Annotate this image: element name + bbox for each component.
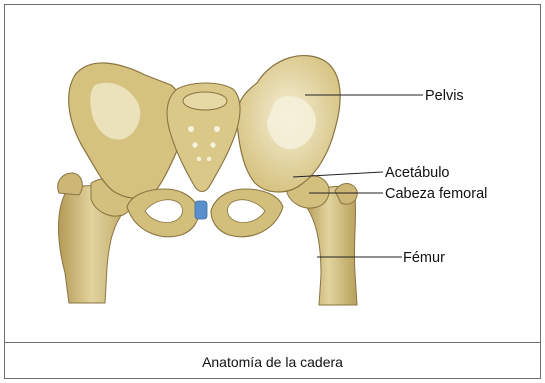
figure-area: Pelvis Acetábulo Cabeza femoral Fémur bbox=[5, 5, 540, 342]
caption-row: Anatomía de la cadera bbox=[5, 342, 540, 380]
right-iliac-bone bbox=[237, 56, 340, 192]
figure-caption: Anatomía de la cadera bbox=[202, 354, 343, 370]
sacrum bbox=[167, 83, 240, 192]
label-femur: Fémur bbox=[403, 250, 445, 266]
hip-anatomy-illustration: Pelvis Acetábulo Cabeza femoral Fémur bbox=[5, 5, 542, 342]
label-acetabulum: Acetábulo bbox=[385, 165, 450, 181]
figure-frame: Pelvis Acetábulo Cabeza femoral Fémur An… bbox=[4, 4, 541, 379]
left-iliac-bone bbox=[69, 63, 187, 198]
label-pelvis: Pelvis bbox=[425, 88, 464, 104]
right-femur bbox=[287, 175, 357, 305]
label-femoral-head: Cabeza femoral bbox=[385, 186, 487, 202]
pubic-symphysis-cartilage bbox=[195, 201, 207, 219]
